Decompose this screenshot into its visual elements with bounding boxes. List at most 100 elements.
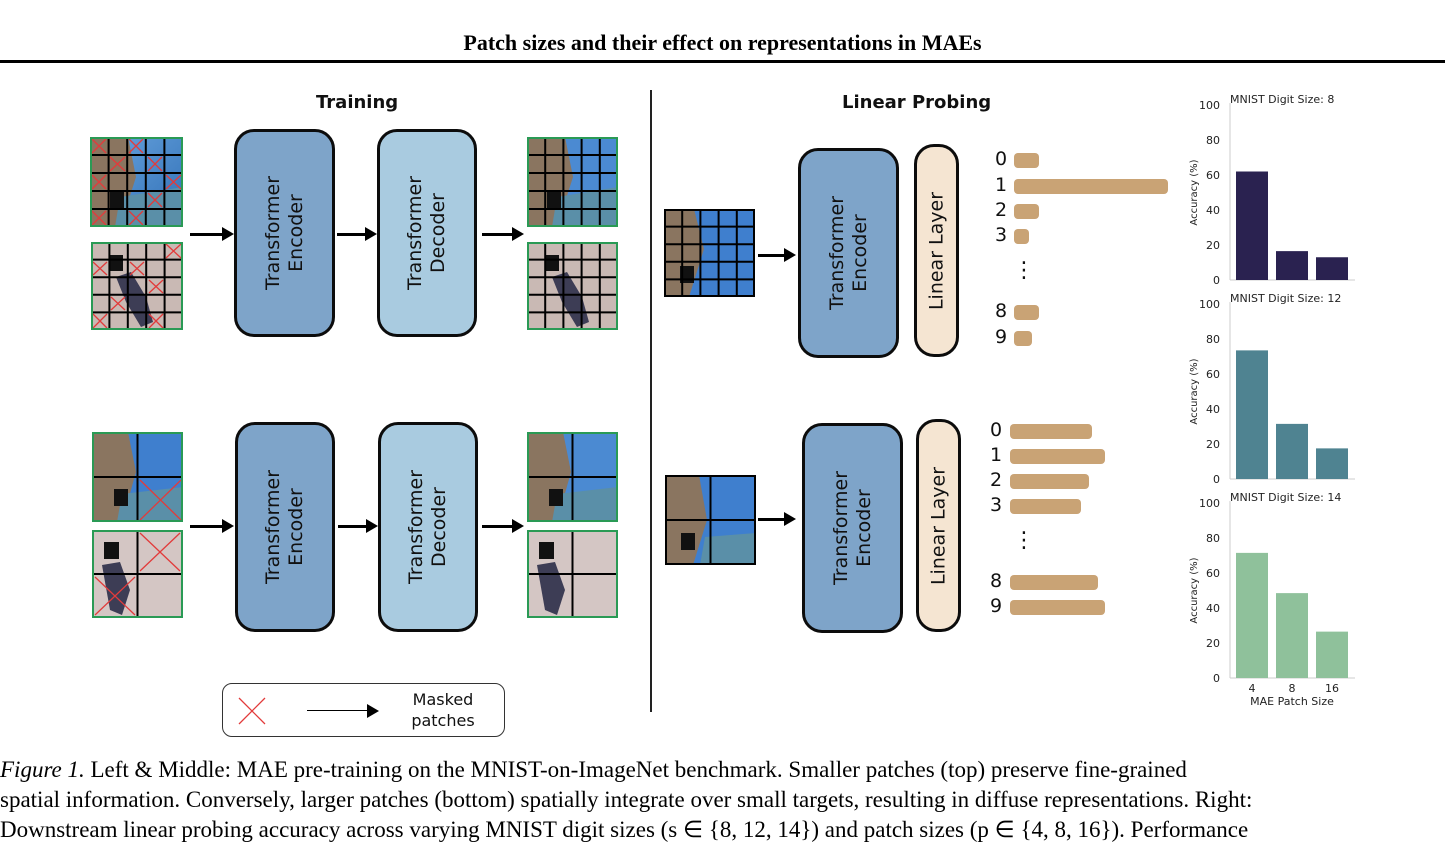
y-tick-label: 60	[1206, 169, 1220, 182]
digit-probability-bar	[1010, 499, 1081, 514]
digit-label: 8	[995, 300, 1008, 322]
probe-image-large-patches	[665, 475, 756, 565]
y-tick-label: 100	[1199, 497, 1220, 510]
digit-probability-bar	[1014, 153, 1039, 168]
caption-line-1: Figure 1. Left & Middle: MAE pre-trainin…	[0, 757, 1187, 782]
accuracy-bar	[1276, 423, 1308, 479]
digit-label: 1	[995, 174, 1008, 196]
digit-label: 3	[995, 224, 1008, 246]
digit-probability-bar	[1014, 229, 1030, 244]
y-tick-label: 40	[1206, 204, 1220, 217]
y-tick-label: 60	[1206, 567, 1220, 580]
accuracy-bar	[1276, 593, 1308, 678]
accuracy-bar	[1316, 631, 1348, 678]
y-axis-label: Accuracy (%)	[1189, 557, 1200, 623]
caption-figure-label: Figure 1.	[0, 757, 85, 782]
digit-label: 9	[995, 326, 1008, 348]
x-tick-label: 8	[1289, 682, 1296, 695]
accuracy-bar	[1316, 257, 1348, 280]
digit-label: 2	[995, 199, 1008, 221]
reconstructed-image-person-large-patches	[527, 530, 618, 618]
y-tick-label: 80	[1206, 333, 1220, 346]
panel-divider	[650, 90, 652, 712]
reconstructed-image-landscape-large-patches	[527, 432, 618, 522]
accuracy-bar	[1316, 448, 1348, 479]
digit-label: 3	[990, 494, 1003, 516]
arrow-to-output-bottom	[482, 519, 524, 533]
y-axis-label: Accuracy (%)	[1189, 159, 1200, 225]
mnist-digit-thumb	[110, 192, 124, 209]
digit-probability-bar	[1014, 204, 1039, 219]
y-axis-label: Accuracy (%)	[1189, 358, 1200, 424]
header-rule	[0, 60, 1445, 63]
digit-probability-bar	[1010, 575, 1098, 590]
red-cross-icon	[238, 697, 266, 725]
caption-line-2: spatial information. Conversely, larger …	[0, 787, 1253, 812]
digit-label: 8	[990, 570, 1003, 592]
x-axis-label: MAE Patch Size	[1250, 695, 1334, 708]
digit-probability-bar	[1014, 179, 1168, 194]
probe-arrow-bottom	[758, 512, 796, 526]
y-tick-label: 60	[1206, 368, 1220, 381]
accuracy-bar	[1276, 251, 1308, 280]
arrow-to-encoder-bottom	[190, 519, 234, 533]
y-tick-label: 100	[1199, 99, 1220, 112]
accuracy-bar	[1236, 552, 1268, 678]
ellipsis-top: ⋮	[1013, 258, 1035, 283]
chart-title: MNIST Digit Size: 14	[1230, 491, 1341, 504]
y-tick-label: 100	[1199, 298, 1220, 311]
arrow-to-encoder-top	[190, 227, 234, 241]
x-tick-label: 4	[1249, 682, 1256, 695]
input-image-landscape-large-patches	[92, 432, 183, 522]
y-tick-label: 20	[1206, 239, 1220, 252]
y-tick-label: 0	[1213, 672, 1220, 685]
legend-arrow-icon	[307, 704, 379, 718]
probe-image-small-patches	[664, 209, 755, 297]
ellipsis-bottom: ⋮	[1013, 528, 1035, 553]
y-tick-label: 0	[1213, 473, 1220, 486]
linear-layer-label: Linear Layer	[925, 191, 947, 310]
chart-title: MNIST Digit Size: 12	[1230, 292, 1341, 305]
y-tick-label: 40	[1206, 602, 1220, 615]
figure-caption: Figure 1. Left & Middle: MAE pre-trainin…	[0, 755, 1445, 845]
digit-probability-bar	[1010, 474, 1089, 489]
digit-label: 0	[990, 419, 1003, 441]
reconstructed-image-person-small-patches	[527, 242, 618, 330]
probe-arrow-top	[758, 248, 796, 262]
accuracy-bar	[1236, 350, 1268, 479]
reconstructed-image-landscape-small-patches	[527, 137, 618, 227]
accuracy-bar	[1236, 171, 1268, 280]
digit-probability-bar	[1014, 331, 1033, 346]
linear-probing-title: Linear Probing	[842, 92, 992, 113]
y-tick-label: 80	[1206, 134, 1220, 147]
digit-probability-bar	[1010, 424, 1092, 439]
chart-title: MNIST Digit Size: 8	[1230, 93, 1334, 106]
y-tick-label: 20	[1206, 637, 1220, 650]
y-tick-label: 40	[1206, 403, 1220, 416]
arrow-to-output-top	[482, 227, 524, 241]
arrow-to-decoder-top	[337, 227, 377, 241]
caption-line-3: Downstream linear probing accuracy acros…	[0, 817, 1249, 842]
linear-layer-top: Linear Layer	[914, 144, 959, 357]
input-image-person-large-patches	[92, 530, 183, 618]
training-title: Training	[316, 92, 399, 113]
input-image-person-small-patches	[91, 242, 183, 330]
x-tick-label: 16	[1325, 682, 1339, 695]
digit-probability-bar	[1010, 600, 1106, 615]
digit-label: 1	[990, 444, 1003, 466]
y-tick-label: 20	[1206, 438, 1220, 451]
y-tick-label: 0	[1213, 274, 1220, 287]
